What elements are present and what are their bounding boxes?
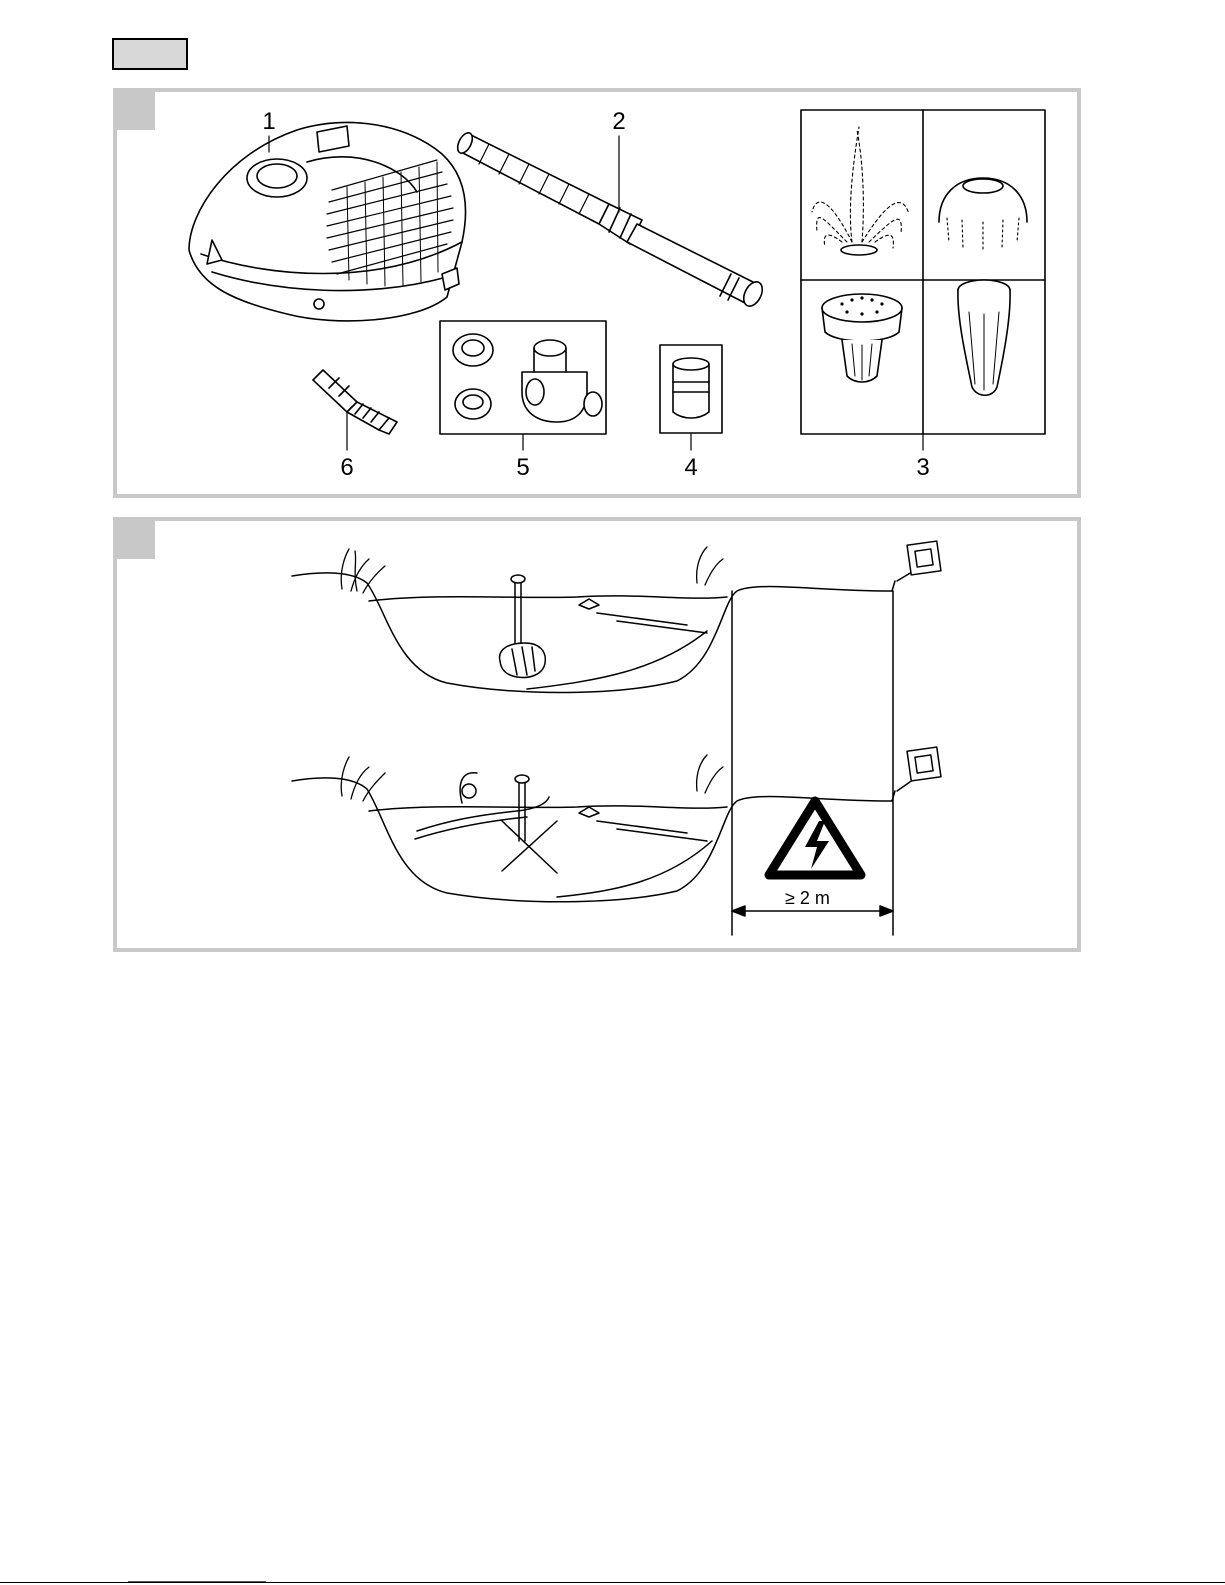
callout-number-6: 6 — [332, 456, 362, 480]
pond-correct-drawing — [292, 541, 941, 692]
extension-tube-drawing — [455, 130, 766, 309]
t-piece-box-drawing — [440, 321, 606, 434]
page-header-tab — [112, 38, 188, 70]
callout-number-1: 1 — [254, 110, 284, 134]
electric-shock-warning-icon — [769, 801, 861, 875]
pump-drawing — [189, 122, 465, 321]
hose-adapter-drawing — [313, 370, 397, 434]
figure-2-illustration — [117, 521, 1077, 948]
figure-1-illustration — [117, 92, 1077, 494]
callout-number-3: 3 — [908, 456, 938, 480]
distance-lines — [732, 591, 893, 935]
footer-rule — [0, 1582, 1225, 1583]
figure-2-safety-panel: ≥ 2 m — [113, 517, 1081, 952]
callout-number-2: 2 — [604, 110, 634, 134]
adapter-box-drawing — [660, 345, 722, 433]
figure-1-parts-panel: 1 2 3 4 5 6 — [113, 88, 1081, 498]
distance-label: ≥ 2 m — [785, 889, 830, 907]
nozzles-box-drawing — [801, 110, 1045, 434]
callout-number-5: 5 — [508, 456, 538, 480]
callout-number-4: 4 — [676, 456, 706, 480]
